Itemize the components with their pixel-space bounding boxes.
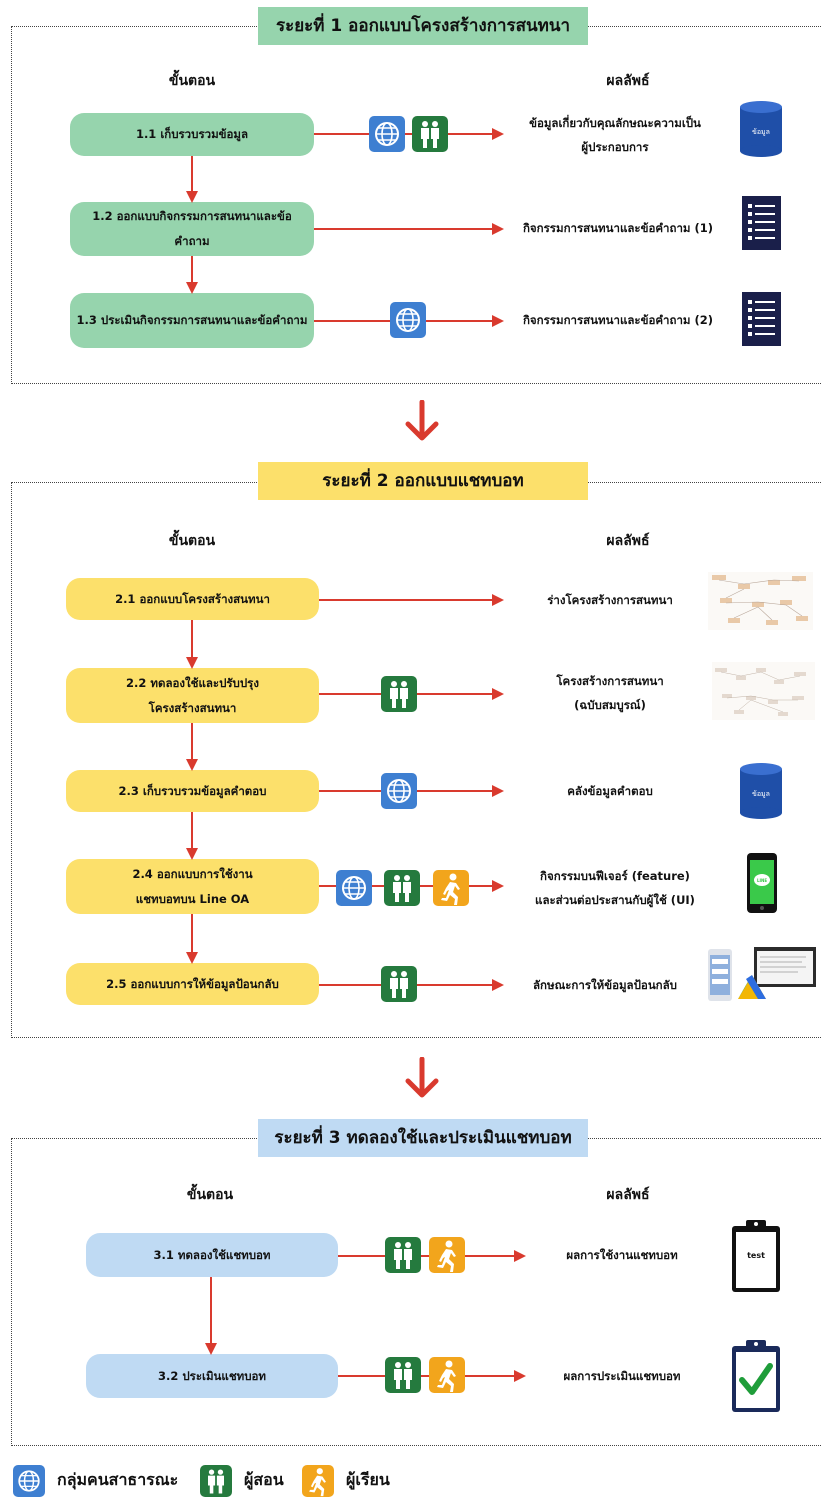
step-2-1: 2.1 ออกแบบโครงสร้างสนทนา bbox=[66, 578, 319, 620]
step-2-4-label-2: แชทบอทบน Line OA bbox=[135, 891, 250, 906]
result-2-1: ร่างโครงสร้างการสนทนา bbox=[547, 593, 673, 607]
step-1-1: 1.1 เก็บรวบรวมข้อมูล bbox=[70, 113, 314, 156]
result-3-2: ผลการประเมินแชทบอท bbox=[563, 1369, 681, 1383]
teacher-icon bbox=[381, 676, 417, 712]
learner-icon bbox=[429, 1357, 465, 1393]
line-logo-label: LINE bbox=[757, 878, 767, 883]
phase1-results-header: ผลลัพธ์ bbox=[606, 73, 650, 89]
step-2-5-label: 2.5 ออกแบบการให้ข้อมูลป้อนกลับ bbox=[106, 976, 279, 991]
legend-teacher-label: ผู้สอน bbox=[244, 1470, 284, 1489]
phase2-title: ระยะที่ 2 ออกแบบแชทบอท bbox=[258, 462, 588, 500]
feedback-illustration bbox=[706, 945, 818, 1005]
phase3-steps-header: ขั้นตอน bbox=[186, 1187, 234, 1203]
legend-public-label: กลุ่มคนสาธารณะ bbox=[57, 1470, 179, 1489]
learner-icon bbox=[433, 870, 469, 906]
arrow-2-3-to-2-4 bbox=[186, 812, 198, 860]
teacher-icon bbox=[385, 1237, 421, 1273]
step-2-4: 2.4 ออกแบบการใช้งานแชทบอทบน Line OA bbox=[66, 859, 319, 914]
step-3-2: 3.2 ประเมินแชทบอท bbox=[86, 1354, 338, 1398]
step-2-3: 2.3 เก็บรวบรวมข้อมูลคำตอบ bbox=[66, 770, 319, 812]
arrow-1-1 bbox=[314, 128, 504, 140]
step-3-1: 3.1 ทดลองใช้แชทบอท bbox=[86, 1233, 338, 1277]
globe-icon bbox=[390, 302, 426, 338]
test-label: test bbox=[747, 1251, 765, 1260]
globe-icon bbox=[381, 773, 417, 809]
arrow-1-1-to-1-2 bbox=[186, 156, 198, 203]
result-3-1: ผลการใช้งานแชทบอท bbox=[566, 1248, 678, 1262]
phase2-frame bbox=[11, 482, 822, 1038]
database-icon: ข้อมูล bbox=[739, 762, 783, 820]
arrow-2-2-to-2-3 bbox=[186, 723, 198, 771]
teacher-icon bbox=[385, 1357, 421, 1393]
phase2-steps-header: ขั้นตอน bbox=[168, 533, 216, 549]
globe-icon bbox=[336, 870, 372, 906]
phase1-steps-header: ขั้นตอน bbox=[168, 73, 216, 89]
legend-learner-label: ผู้เรียน bbox=[346, 1470, 390, 1489]
phase2-results-header: ผลลัพธ์ bbox=[606, 533, 650, 549]
learner-icon bbox=[429, 1237, 465, 1273]
step-2-2-label-1: 2.2 ทดลองใช้และปรับปรุง bbox=[126, 675, 259, 690]
arrow-3-1-to-3-2 bbox=[205, 1277, 217, 1355]
arrow-2-1 bbox=[319, 594, 504, 606]
step-2-1-label: 2.1 ออกแบบโครงสร้างสนทนา bbox=[115, 591, 270, 606]
flowchart-final-thumbnail bbox=[712, 662, 815, 720]
result-2-3: คลังข้อมูลคำตอบ bbox=[567, 784, 653, 798]
phase-transition-arrow bbox=[404, 399, 440, 442]
globe-icon bbox=[13, 1465, 45, 1497]
step-1-3: 1.3 ประเมินกิจกรรมการสนทนาและข้อคำถาม bbox=[70, 293, 314, 348]
arrow-2-4-to-2-5 bbox=[186, 914, 198, 964]
result-2-4-line1: กิจกรรมบนฟีเจอร์ (feature) bbox=[540, 869, 690, 883]
step-1-2: 1.2 ออกแบบกิจกรรมการสนทนาและข้อคำถาม bbox=[70, 202, 314, 256]
document-icon bbox=[740, 194, 783, 252]
teacher-icon bbox=[412, 116, 448, 152]
step-2-5: 2.5 ออกแบบการให้ข้อมูลป้อนกลับ bbox=[66, 963, 319, 1005]
phase-transition-arrow bbox=[404, 1056, 440, 1099]
step-2-3-label: 2.3 เก็บรวบรวมข้อมูลคำตอบ bbox=[118, 783, 267, 798]
teacher-icon bbox=[200, 1465, 232, 1497]
arrow-1-2 bbox=[314, 223, 504, 235]
clipboard-check-icon bbox=[730, 1338, 782, 1414]
arrow-1-2-to-1-3 bbox=[186, 256, 198, 294]
result-1-2: กิจกรรมการสนทนาและข้อคำถาม (1) bbox=[522, 221, 714, 235]
database-icon: ข้อมูล bbox=[739, 100, 783, 158]
document-icon bbox=[740, 290, 783, 348]
phase3-title: ระยะที่ 3 ทดลองใช้และประเมินแชทบอท bbox=[258, 1119, 588, 1157]
result-2-2-line2: (ฉบับสมบูรณ์) bbox=[574, 698, 646, 712]
step-2-2: 2.2 ทดลองใช้และปรับปรุงโครงสร้างสนทนา bbox=[66, 668, 319, 723]
phase3-frame bbox=[11, 1138, 822, 1446]
flowchart-draft-thumbnail bbox=[708, 572, 813, 630]
result-2-2-line1: โครงสร้างการสนทนา bbox=[556, 674, 664, 688]
globe-icon bbox=[369, 116, 405, 152]
result-1-3: กิจกรรมการสนทนาและข้อคำถาม (2) bbox=[522, 313, 714, 327]
arrow-2-1-to-2-2 bbox=[186, 620, 198, 669]
teacher-icon bbox=[384, 870, 420, 906]
step-2-2-label-2: โครงสร้างสนทนา bbox=[148, 700, 237, 715]
result-1-1-line1: ข้อมูลเกี่ยวกับคุณลักษณะความเป็น bbox=[529, 116, 701, 130]
phase1-title: ระยะที่ 1 ออกแบบโครงสร้างการสนทนา bbox=[258, 7, 588, 45]
teacher-icon bbox=[381, 966, 417, 1002]
clipboard-icon: test bbox=[730, 1218, 782, 1294]
phase3-results-header: ผลลัพธ์ bbox=[606, 1187, 650, 1203]
result-2-4-line2: และส่วนต่อประสานกับผู้ใช้ (UI) bbox=[535, 893, 695, 907]
step-2-4-label-1: 2.4 ออกแบบการใช้งาน bbox=[132, 866, 253, 881]
db-label: ข้อมูล bbox=[752, 128, 770, 136]
learner-icon bbox=[302, 1465, 334, 1497]
result-1-1-line2: ผู้ประกอบการ bbox=[581, 140, 649, 154]
phone-icon: LINE bbox=[747, 853, 777, 913]
result-2-5: ลักษณะการให้ข้อมูลป้อนกลับ bbox=[532, 978, 677, 992]
db-label-2: ข้อมูล bbox=[752, 790, 770, 798]
